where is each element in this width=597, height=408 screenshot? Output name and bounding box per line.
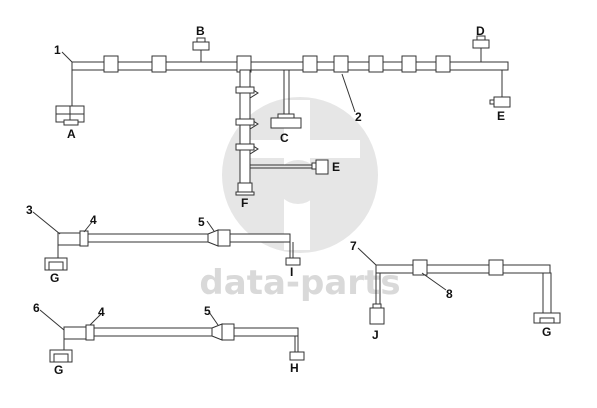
callout-5b: 5 — [204, 304, 211, 318]
callout-2: 2 — [355, 110, 362, 124]
connector-h: H — [290, 361, 299, 375]
connector-c: C — [280, 131, 289, 145]
leader-lines — [32, 51, 447, 331]
callout-labels: 1 2 3 4 5 6 4 5 7 8 — [26, 43, 453, 319]
main-harness-1 — [55, 35, 511, 196]
connector-g-harness-7: G — [542, 325, 551, 339]
connector-g-harness-3: G — [50, 271, 59, 285]
callout-7: 7 — [350, 239, 357, 253]
callout-4b: 4 — [98, 305, 105, 319]
callout-5a: 5 — [198, 215, 205, 229]
connector-b: B — [196, 24, 205, 38]
harness-6 — [49, 323, 305, 363]
harness-7 — [369, 259, 561, 325]
connector-i: I — [290, 265, 293, 279]
watermark-text: data-parts — [199, 263, 400, 303]
callout-8: 8 — [446, 287, 453, 301]
connector-e-middle: E — [332, 160, 340, 174]
connector-f: F — [241, 196, 248, 210]
connector-a: A — [67, 127, 76, 141]
callout-1: 1 — [54, 43, 61, 57]
callout-6: 6 — [33, 301, 40, 315]
callout-4a: 4 — [90, 213, 97, 227]
connector-j: J — [372, 328, 379, 342]
callout-3: 3 — [26, 203, 33, 217]
harness-3 — [44, 229, 301, 271]
connector-labels: A B C D E E F G I G H J G — [50, 24, 551, 377]
connector-e-right: E — [497, 109, 505, 123]
connector-g-harness-6: G — [54, 363, 63, 377]
watermark-logo — [222, 97, 378, 253]
connector-d: D — [476, 24, 485, 38]
